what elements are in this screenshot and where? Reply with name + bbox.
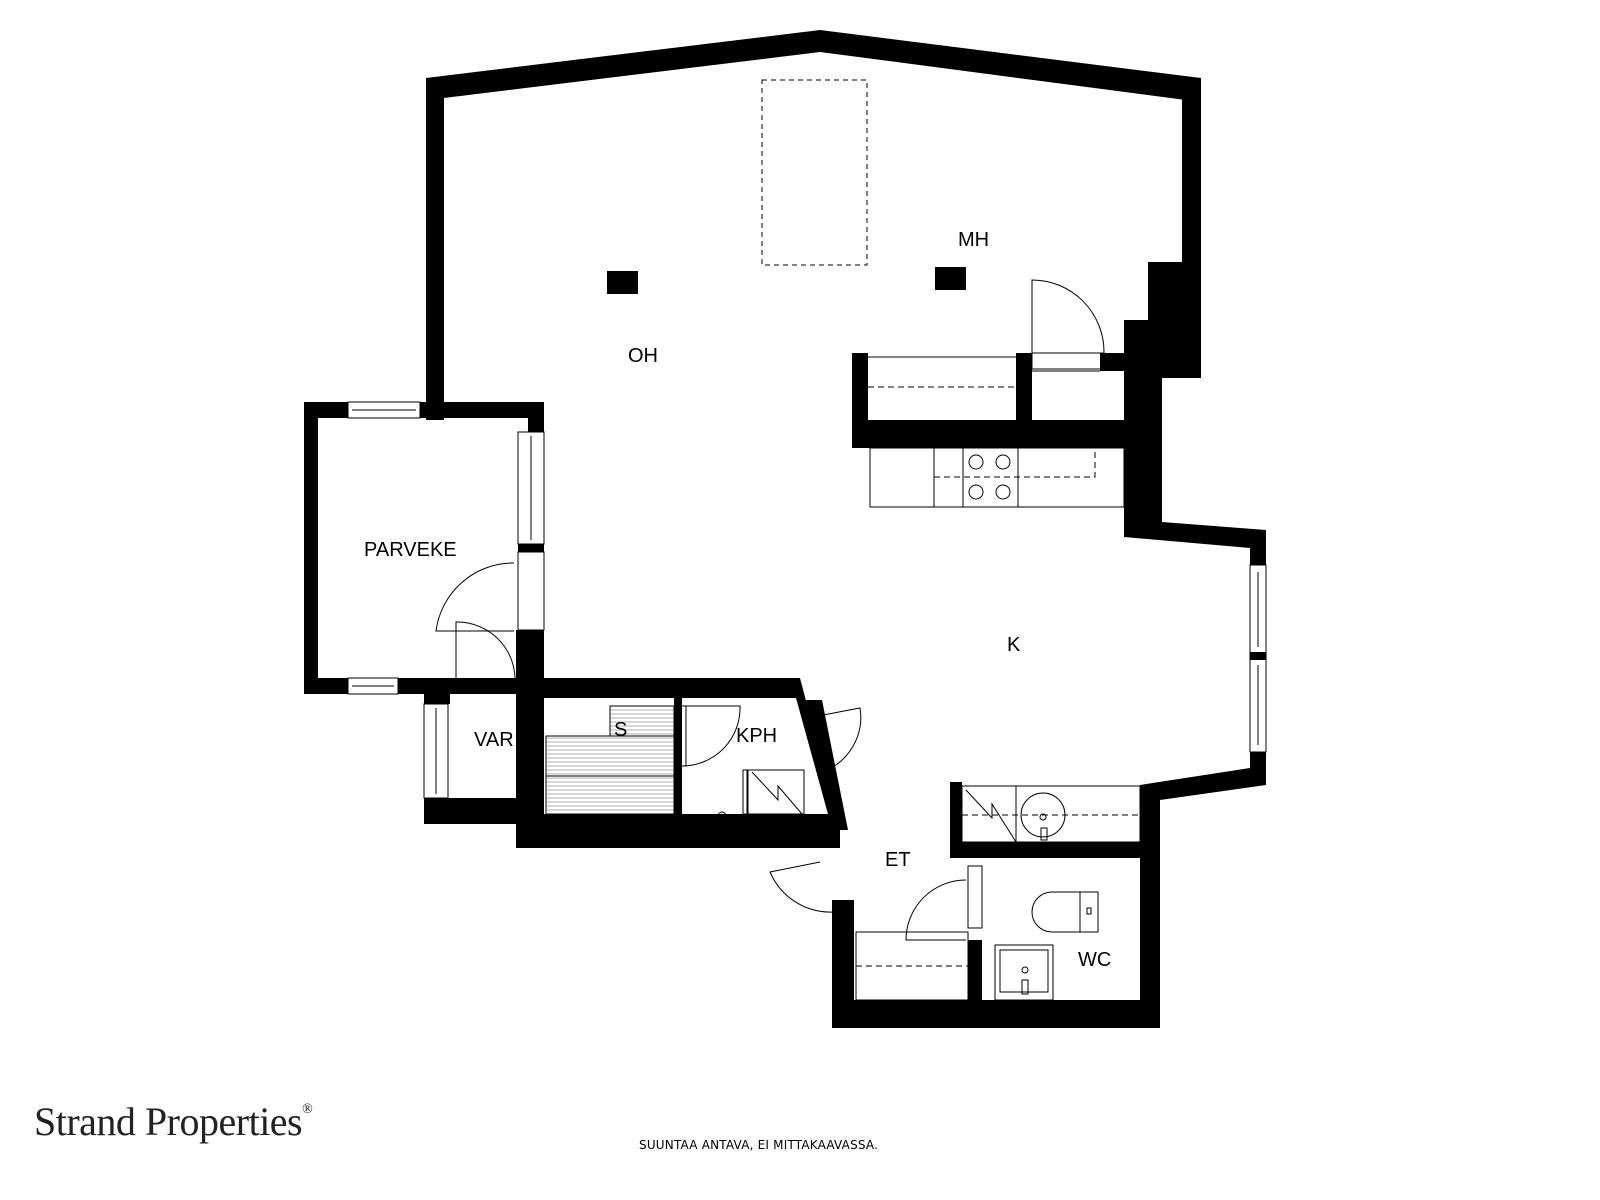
wc-fixtures — [994, 891, 1099, 1001]
room-label-s: S — [614, 719, 627, 741]
room-label-k: K — [1007, 634, 1021, 656]
sauna-bath-walls — [516, 678, 848, 848]
closet-walls — [852, 353, 1124, 448]
room-label-oh: OH — [628, 345, 658, 367]
kitchen-counter — [869, 447, 1125, 508]
storage-walls — [423, 694, 524, 824]
shower — [705, 769, 805, 831]
room-label-wc: WC — [1078, 949, 1111, 971]
skylight-outline — [761, 79, 868, 266]
brand-name: Strand Properties — [34, 1099, 303, 1144]
exterior-walls — [426, 30, 1267, 1028]
room-label-et: ET — [885, 849, 911, 871]
scale-disclaimer: SUUNTAA ANTAVA, EI MITTAKAAVASSA. — [639, 1138, 879, 1152]
room-label-kph: KPH — [736, 725, 777, 747]
et-utility — [855, 785, 1141, 1001]
room-labels: OH MH K PARVEKE VAR S KPH ET WC — [364, 229, 1111, 971]
balcony-walls — [304, 401, 545, 845]
column — [935, 267, 966, 290]
room-label-parveke: PARVEKE — [364, 539, 457, 561]
wc-walls — [950, 782, 1140, 1028]
room-label-mh: MH — [958, 229, 989, 251]
registered-mark: ® — [302, 1102, 313, 1117]
room-label-var: VAR — [474, 729, 514, 751]
brand-logo: Strand Properties® — [34, 1098, 313, 1145]
doors — [435, 279, 1105, 941]
sauna-benches — [545, 705, 675, 815]
wardrobe — [868, 356, 1100, 388]
column — [607, 271, 638, 294]
